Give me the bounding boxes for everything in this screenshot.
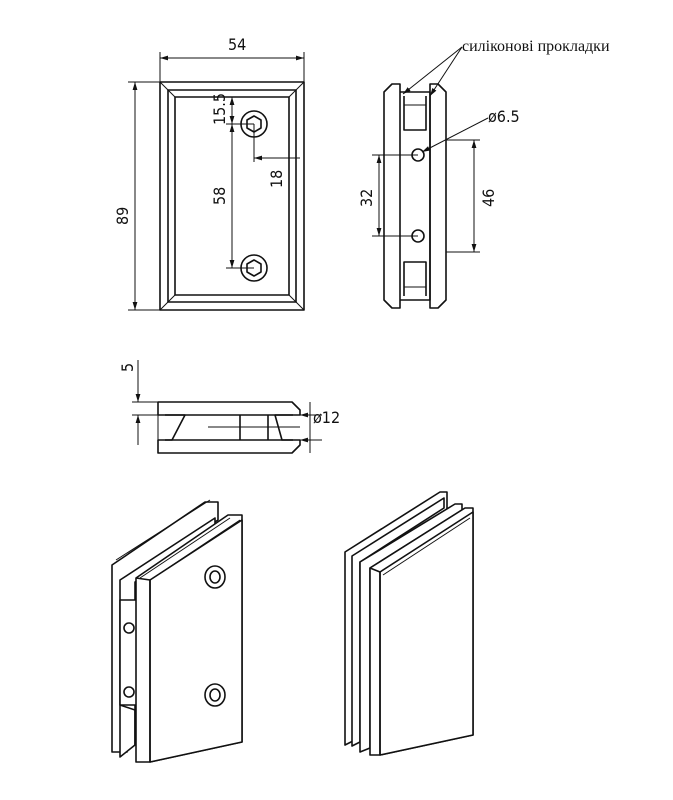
front-plate-outer bbox=[159, 81, 305, 311]
front-plate-inner bbox=[167, 89, 297, 303]
front-view: 54 89 15.5 58 18 bbox=[113, 35, 305, 311]
top-offset-dim-label: 15.5 bbox=[210, 93, 229, 125]
screw-icon bbox=[204, 683, 226, 707]
screw-icon bbox=[204, 565, 226, 589]
height-dim-label: 89 bbox=[113, 207, 132, 225]
inner-spacing-dim-label: 32 bbox=[357, 189, 376, 207]
width-dim-label: 54 bbox=[228, 35, 246, 54]
iso-view-plain bbox=[344, 491, 474, 756]
hole-spacing-dim-label: 58 bbox=[210, 187, 229, 205]
side-view: силіконові прокладки ø6.5 32 46 bbox=[357, 38, 610, 309]
hole-diameter-dim-label: ø6.5 bbox=[488, 107, 520, 126]
gasket-label: силіконові прокладки bbox=[462, 38, 610, 55]
iso-view-with-screws bbox=[111, 499, 243, 763]
hole-offset-dim-label: 18 bbox=[267, 170, 286, 188]
pin-diameter-dim-label: ø12 bbox=[313, 408, 340, 427]
thickness-dim-label: 5 bbox=[118, 363, 137, 372]
top-view: 5 ø12 bbox=[118, 360, 340, 454]
outer-spacing-dim-label: 46 bbox=[479, 189, 498, 207]
